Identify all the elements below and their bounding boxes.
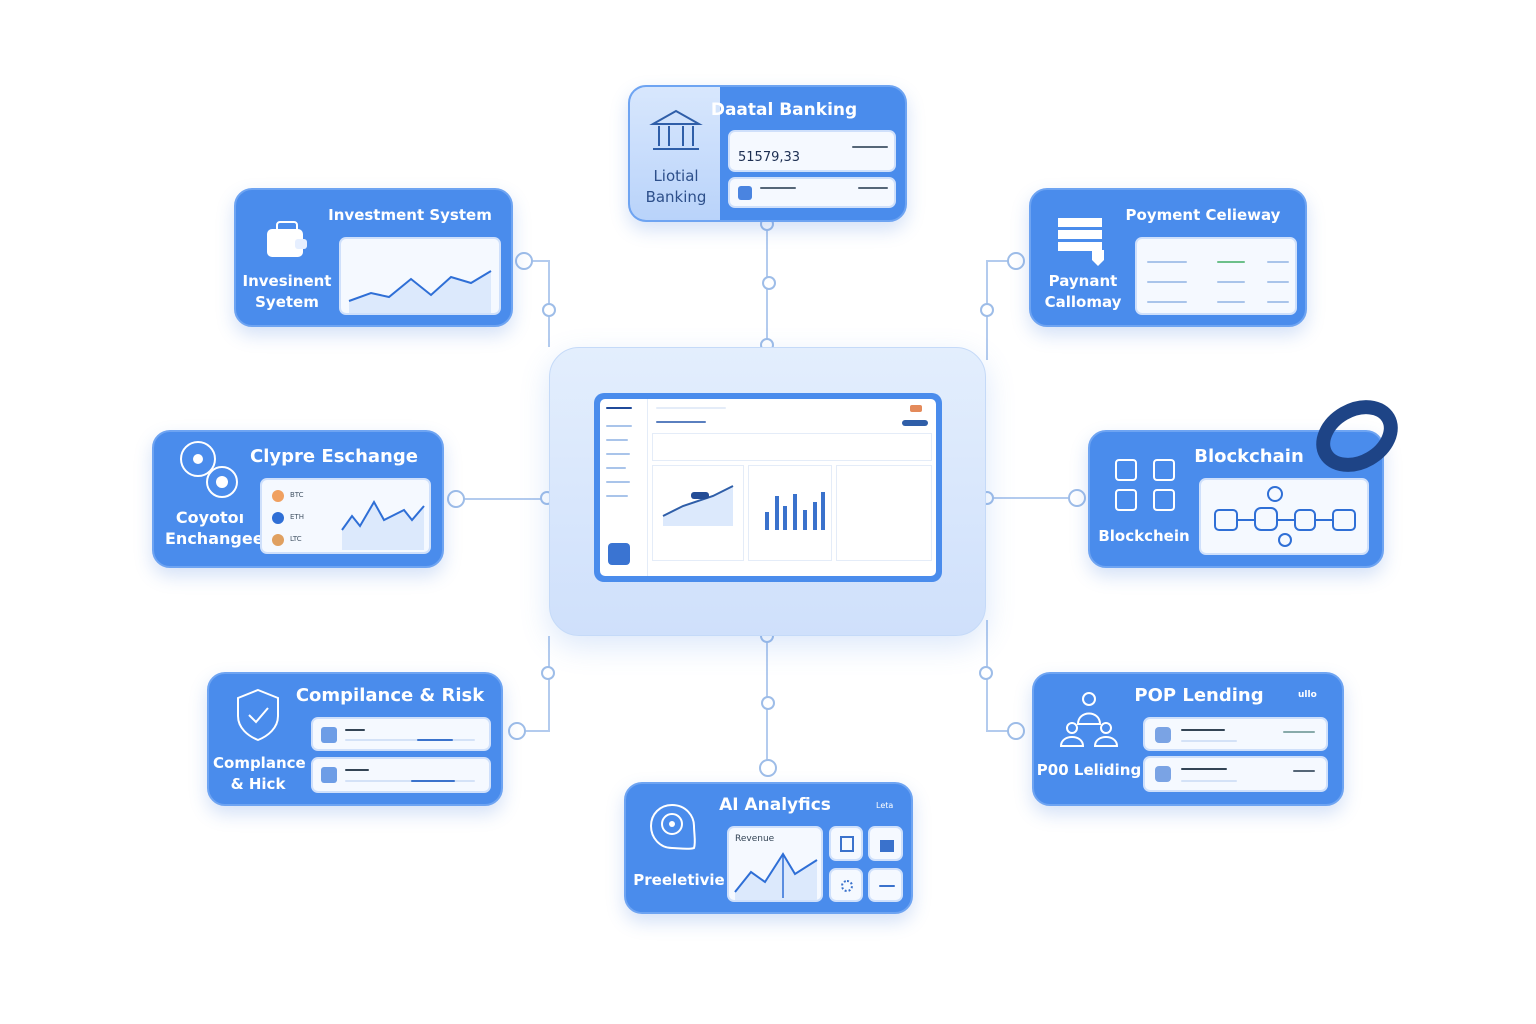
ai-revenue-chart: Revenue xyxy=(727,826,823,902)
loan-row-1 xyxy=(1143,717,1328,751)
loan-row-2 xyxy=(1143,756,1328,792)
balance-value: 51579,33 xyxy=(738,150,801,165)
cubes-icon xyxy=(1115,459,1175,511)
compliance-row-1 xyxy=(311,717,491,751)
compliance-title: Compilance & Risk xyxy=(295,685,485,706)
crypto-chart: BTC ETH LTC xyxy=(260,478,431,554)
compliance-row-2 xyxy=(311,757,491,793)
digital-banking-side-label: Liotial Banking xyxy=(645,167,707,206)
coins-icon xyxy=(180,441,238,498)
balance-box: 51579,33 xyxy=(728,130,896,172)
p2p-badge: ullo xyxy=(1298,690,1317,700)
transaction-box xyxy=(728,177,896,208)
ai-badge: Leta xyxy=(876,801,894,810)
payment-title: Poyment Celieway xyxy=(1125,206,1281,224)
ai-title: AI Analyfics xyxy=(719,795,831,815)
card-stack-icon xyxy=(1058,218,1104,266)
investment-title: Investment System xyxy=(328,206,492,224)
ring-decoration xyxy=(1316,400,1398,472)
crypto-title: Clypre Eschange xyxy=(250,446,418,467)
p2p-title: POP Lending xyxy=(1134,685,1264,706)
blockchain-network xyxy=(1199,478,1369,555)
dashboard-sidebar xyxy=(600,399,648,576)
digital-banking-title: Daatal Banking xyxy=(710,100,858,120)
bank-icon xyxy=(649,109,703,150)
people-icon xyxy=(1059,692,1119,747)
investment-side-label: Invesinent Syetem xyxy=(242,272,332,311)
p2p-side-label: P00 Leliding xyxy=(1036,761,1142,779)
compliance-side-label: Complance & Hick xyxy=(213,754,306,793)
dashboard-screen[interactable] xyxy=(594,393,942,582)
ai-tile-text[interactable] xyxy=(868,868,903,902)
wallet-icon xyxy=(267,221,307,257)
payment-side-label: Paynant Callomay xyxy=(1044,272,1122,311)
payment-table xyxy=(1135,237,1297,315)
investment-chart xyxy=(339,237,501,315)
ai-tile-bars[interactable] xyxy=(868,826,903,861)
shield-check-icon xyxy=(237,688,279,742)
ai-tile-table[interactable] xyxy=(829,826,863,861)
brain-icon xyxy=(649,803,696,850)
crypto-side-label: Coyotoı Enchangee xyxy=(165,508,264,548)
ai-tile-network[interactable] xyxy=(829,868,863,902)
blockchain-side-label: Blockchein xyxy=(1098,527,1190,545)
book-icon[interactable] xyxy=(608,543,630,565)
blockchain-title: Blockchain xyxy=(1194,446,1304,467)
ai-side-label: Preeletivie xyxy=(633,871,725,889)
